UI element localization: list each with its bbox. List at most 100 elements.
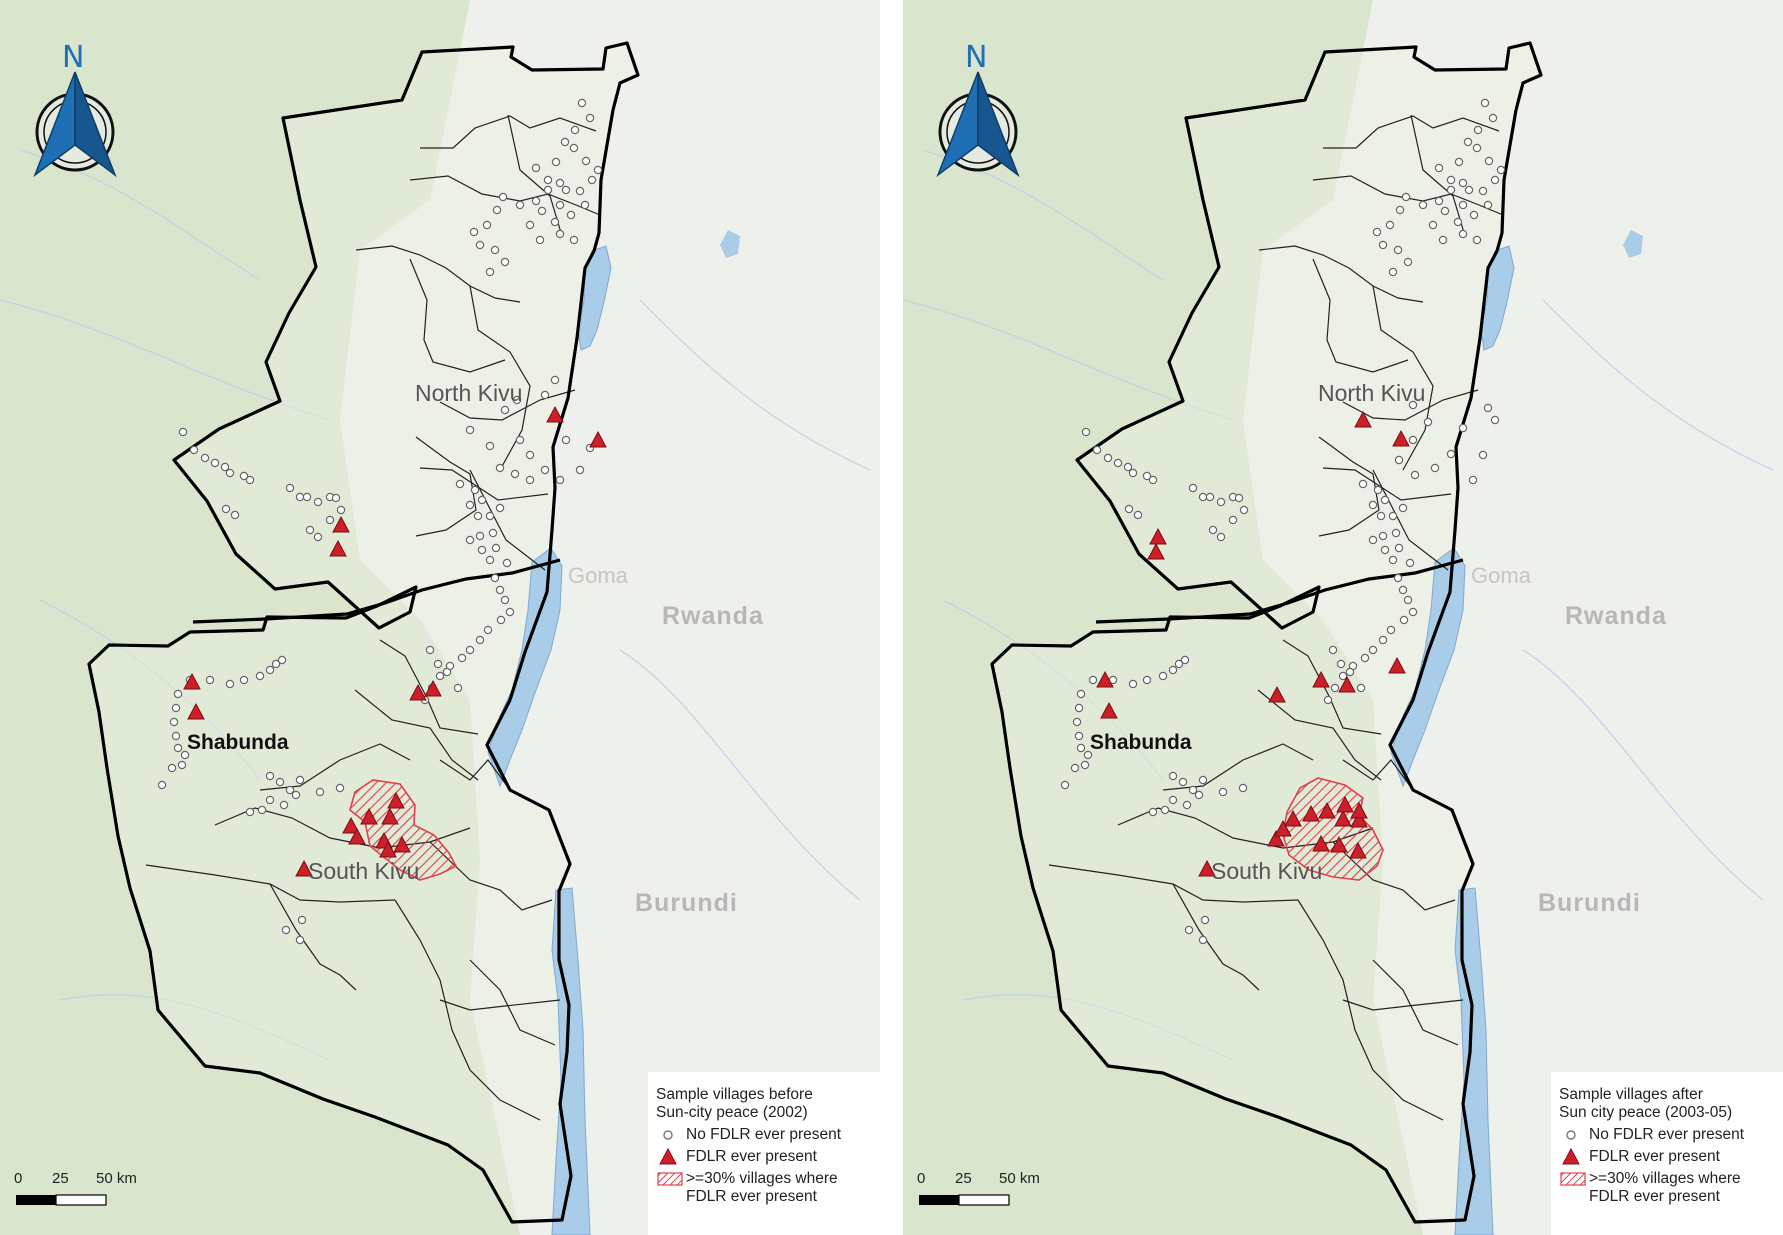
map-panel-before: N North Kivu South Kivu Goma Rwanda Buru… <box>0 0 880 1235</box>
village-no-fdlr <box>1124 504 1134 514</box>
village-fdlr <box>393 835 411 853</box>
village-no-fdlr <box>1188 483 1198 493</box>
village-fdlr <box>295 859 313 877</box>
village-no-fdlr <box>1182 800 1192 810</box>
village-no-fdlr <box>1072 717 1082 727</box>
label-south-kivu: South Kivu <box>1211 858 1323 884</box>
label-rwanda: Rwanda <box>662 602 764 630</box>
river-line <box>903 299 1234 421</box>
village-no-fdlr <box>1410 470 1420 480</box>
village-no-fdlr <box>485 441 495 451</box>
village-no-fdlr <box>1070 763 1080 773</box>
village-fdlr <box>1284 809 1302 827</box>
village-fdlr <box>329 539 347 557</box>
village-no-fdlr <box>173 689 183 699</box>
village-no-fdlr <box>1178 777 1188 787</box>
village-fdlr <box>424 679 442 697</box>
village-no-fdlr <box>515 435 525 445</box>
village-fdlr <box>1267 829 1285 847</box>
village-no-fdlr <box>265 771 275 781</box>
village-no-fdlr <box>585 113 595 123</box>
map-canvas <box>903 0 1783 1235</box>
village-no-fdlr <box>510 469 520 479</box>
village-no-fdlr <box>1368 500 1378 510</box>
district-boundary <box>394 899 541 1121</box>
village-no-fdlr <box>1113 458 1123 468</box>
village-no-fdlr <box>1168 795 1178 805</box>
label-north-kivu: North Kivu <box>1318 380 1426 406</box>
legend-hatch-line1: >=30% villages where <box>1589 1170 1741 1187</box>
village-no-fdlr <box>505 607 515 617</box>
village-no-fdlr <box>1376 511 1386 521</box>
village-no-fdlr <box>593 165 603 175</box>
district-boundary <box>507 114 563 237</box>
village-fdlr <box>360 807 378 825</box>
village-no-fdlr <box>1323 695 1333 705</box>
village-no-fdlr <box>1490 415 1500 425</box>
village-no-fdlr <box>1184 925 1194 935</box>
district-boundary <box>439 389 576 421</box>
river-line <box>1522 649 1764 901</box>
village-fdlr <box>379 840 397 858</box>
river-line <box>1542 299 1774 471</box>
village-no-fdlr <box>485 511 495 521</box>
label-north-kivu: North Kivu <box>415 380 523 406</box>
village-no-fdlr <box>1148 475 1158 485</box>
village-no-fdlr <box>1208 525 1218 535</box>
river-line <box>0 299 331 421</box>
village-no-fdlr <box>587 175 597 185</box>
village-fdlr <box>183 672 201 690</box>
province-outline <box>990 41 1543 1224</box>
village-no-fdlr <box>1408 400 1418 410</box>
village-no-fdlr <box>1336 659 1346 669</box>
village-no-fdlr <box>1174 659 1184 669</box>
village-no-fdlr <box>475 240 485 250</box>
village-no-fdlr <box>1440 206 1450 216</box>
village-no-fdlr <box>1463 137 1473 147</box>
village-no-fdlr <box>189 445 199 455</box>
village-no-fdlr <box>265 795 275 805</box>
legend-row-hatch: >=30% villages where FDLR ever present <box>656 1170 880 1206</box>
village-no-fdlr <box>331 493 341 503</box>
village-no-fdlr <box>495 503 505 513</box>
village-no-fdlr <box>453 683 463 693</box>
village-no-fdlr <box>1394 455 1404 465</box>
village-no-fdlr <box>425 645 435 655</box>
district-boundary <box>1342 999 1464 1011</box>
village-no-fdlr <box>1128 679 1138 689</box>
legend-hatch-line1: >=30% villages where <box>686 1170 838 1187</box>
village-no-fdlr <box>1386 625 1396 635</box>
village-no-fdlr <box>277 655 287 665</box>
village-no-fdlr <box>271 659 281 669</box>
village-no-fdlr <box>1496 165 1506 175</box>
district-boundary <box>1048 864 1299 903</box>
scale-label-0: 0 <box>917 1170 926 1187</box>
district-boundary <box>469 469 546 571</box>
village-no-fdlr <box>1393 573 1403 583</box>
river-line <box>59 994 331 1061</box>
village-no-fdlr <box>1391 528 1401 538</box>
village-no-fdlr <box>569 235 579 245</box>
river-line <box>39 599 261 781</box>
village-fdlr <box>348 827 366 845</box>
village-no-fdlr <box>490 245 500 255</box>
province-divider <box>1095 558 1464 624</box>
village-no-fdlr <box>1380 495 1390 505</box>
village-no-fdlr <box>178 427 188 437</box>
village-no-fdlr <box>540 390 550 400</box>
village-no-fdlr <box>1356 683 1366 693</box>
village-fdlr <box>1100 701 1118 719</box>
village-no-fdlr <box>1158 671 1168 681</box>
village-no-fdlr <box>488 528 498 538</box>
village-no-fdlr <box>169 717 179 727</box>
village-no-fdlr <box>1198 935 1208 945</box>
village-fdlr <box>589 430 607 448</box>
district-boundary <box>1372 285 1434 471</box>
village-no-fdlr <box>1345 667 1355 677</box>
village-no-fdlr <box>1388 511 1398 521</box>
district-boundary <box>469 959 556 1046</box>
village-no-fdlr <box>473 511 483 521</box>
village-fdlr <box>1392 429 1410 447</box>
village-no-fdlr <box>1360 653 1370 663</box>
village-fdlr <box>409 683 427 701</box>
